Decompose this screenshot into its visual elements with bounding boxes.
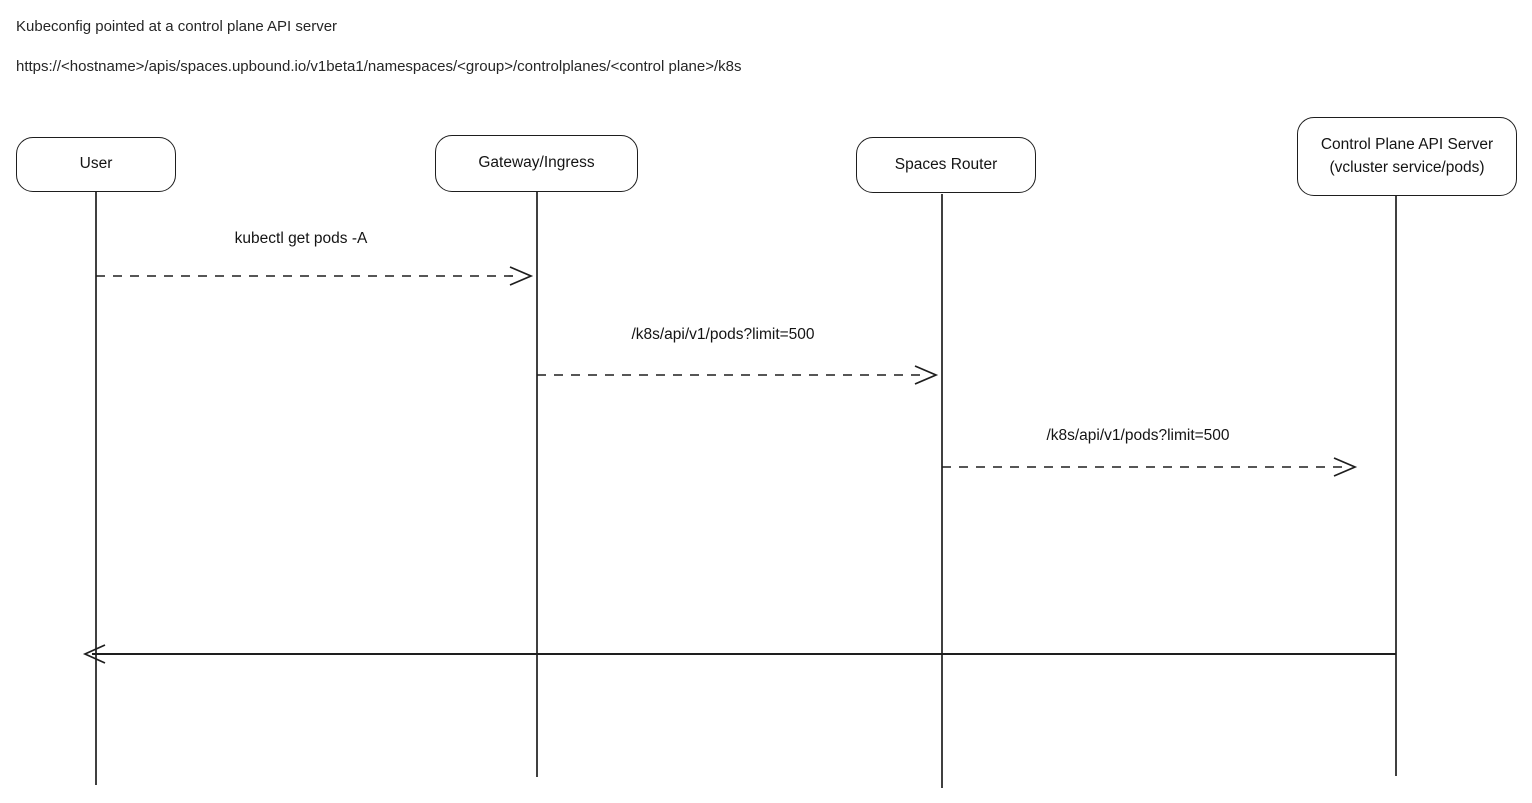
actor-label-user: User [79,155,113,173]
actor-box-user: User [16,137,176,192]
message-label-3: /k8s/api/v1/pods?limit=500 [1046,427,1230,444]
message-label-1: kubectl get pods -A [234,230,368,247]
actor-label-control-plane: Control Plane API Server [1320,136,1494,154]
message-arrow-3-head [1333,457,1358,477]
header-url: https://<hostname>/apis/spaces.upbound.i… [16,58,742,75]
actor-box-gateway: Gateway/Ingress [435,135,638,192]
actor-box-control-plane: Control Plane API Server (vcluster servi… [1297,117,1517,196]
message-label-2: /k8s/api/v1/pods?limit=500 [631,326,815,343]
actor-sublabel-control-plane: (vcluster service/pods) [1329,158,1485,176]
actor-box-spaces-router: Spaces Router [856,137,1036,193]
return-arrow-head [82,644,106,664]
actor-label-spaces-router: Spaces Router [894,155,998,173]
message-arrow-1-head [509,266,534,286]
actor-label-gateway: Gateway/Ingress [478,154,595,172]
header-title: Kubeconfig pointed at a control plane AP… [16,18,338,35]
message-arrow-2-head [914,365,939,385]
